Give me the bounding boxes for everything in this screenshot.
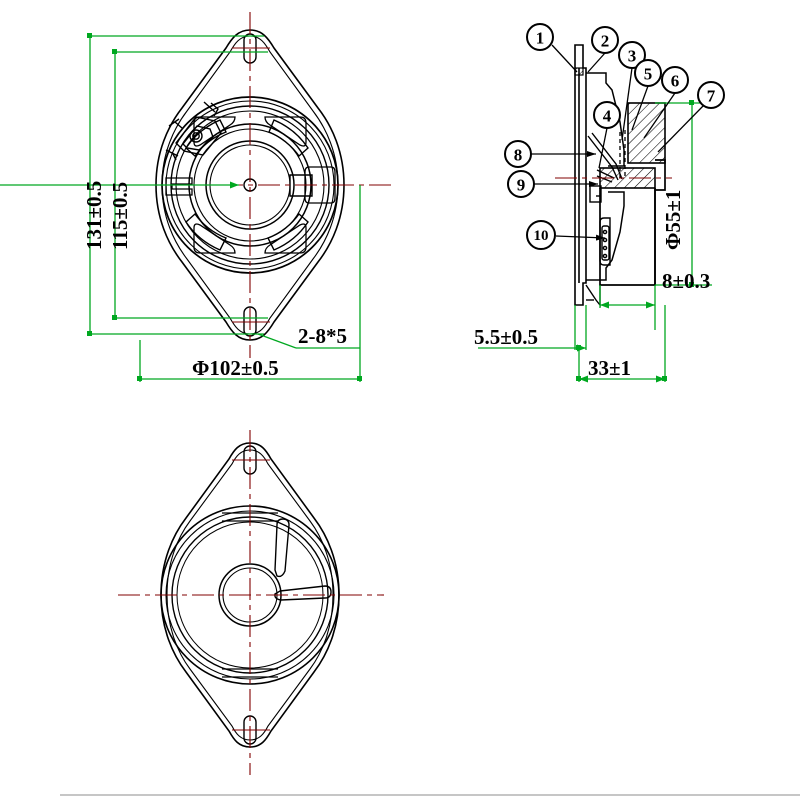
balloon-2-label: 2 [601,32,610,51]
front-terminal-slot [165,177,193,196]
section-balloons [531,44,706,241]
front-dim-ticks [87,33,362,381]
section-view-dimensions [478,102,712,383]
dim-label-5p5: 5.5±0.5 [474,325,538,349]
section-connector [599,217,611,266]
balloon-6-label: 6 [671,72,680,91]
section-lower-skirt [585,284,601,307]
leader-7 [657,103,706,153]
leader-holes [257,333,297,349]
balloon-9-label: 9 [517,176,526,195]
dim-label-102: Φ102±0.5 [192,356,279,380]
balloon-8-label: 8 [514,146,523,165]
balloon-5-label: 5 [644,65,653,84]
section-view [555,44,672,307]
section-baffle-plate [574,44,587,306]
balloon-1: 1 [526,23,554,51]
balloon-8: 8 [504,140,532,168]
rear-view [118,430,384,775]
rear-hole-centermarks [232,459,270,731]
balloon-3: 3 [618,41,646,69]
front-view-dimensions [0,35,361,382]
dim-label-131: 131±0.5 [82,181,106,250]
leader-3 [621,67,633,141]
section-baffle-gasket [574,67,584,76]
dim-label-33: 33±1 [588,356,631,380]
section-dim-ticks [576,100,694,381]
dim-label-holes: 2-8*5 [298,324,347,348]
front-hole-centermarks [232,47,270,323]
rear-mounting-holes [243,445,257,745]
dim-label-8: 8±0.3 [662,269,710,293]
balloon-3-label: 3 [628,47,637,66]
balloon-2: 2 [591,26,619,54]
balloon-7: 7 [697,81,725,109]
balloon-9: 9 [507,170,535,198]
balloon-6: 6 [661,66,689,94]
front-connector [165,101,222,161]
front-basket-windows [185,119,313,251]
balloon-10: 10 [526,220,556,250]
leader-6 [643,92,676,139]
rear-centerlines [118,430,384,775]
balloon-4: 4 [593,101,621,129]
dim-label-115: 115±0.5 [108,182,132,250]
rear-terminal-tabs [274,518,332,601]
balloon-10-label: 10 [534,228,549,244]
balloon-4-label: 4 [603,107,612,126]
balloon-1-label: 1 [536,29,545,48]
section-top-plate [627,102,666,164]
balloon-7-label: 7 [707,87,716,106]
dim-label-55: Φ55±1 [661,190,685,250]
leader-2 [587,52,606,73]
leader-1 [551,44,578,73]
leader-4 [598,127,608,169]
leader-5 [631,85,649,131]
leader-10 [555,234,606,241]
balloon-5: 5 [634,59,662,87]
